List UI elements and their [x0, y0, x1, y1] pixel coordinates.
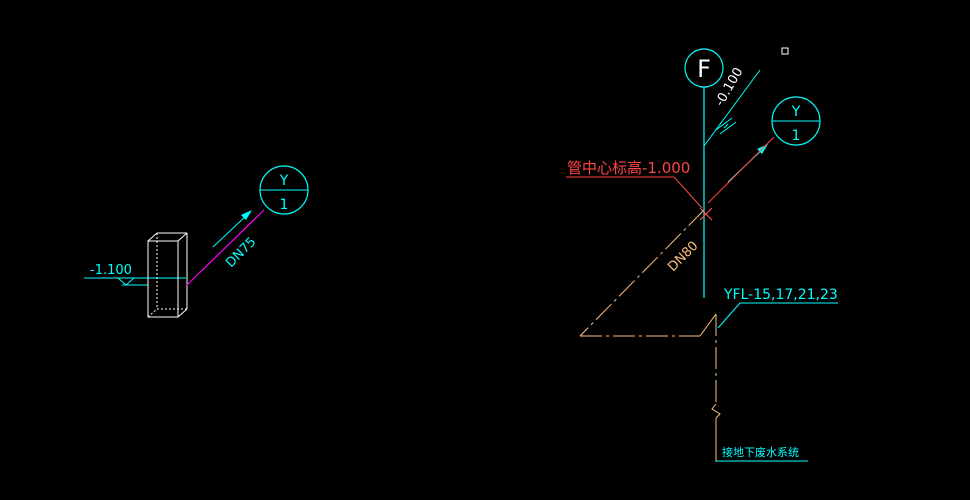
right-elevation-leader [703, 69, 761, 147]
corner-square-marker [781, 47, 789, 55]
center-elevation-label: 管中心标高-1.000 [567, 159, 690, 177]
diagonal-pipe [579, 209, 705, 337]
left-pipe-marker: Y 1 [259, 165, 309, 215]
floor-drain-box [147, 232, 188, 318]
riser-marker-label: F [697, 55, 711, 83]
left-elevation-label: -1.100 [90, 263, 132, 278]
left-marker-top: Y [279, 173, 289, 189]
right-marker-leader [707, 136, 775, 204]
riser-group-leader [717, 302, 741, 329]
pipe-crossing-mark [699, 207, 713, 221]
right-elevation-symbol [715, 117, 737, 135]
riser-group-label: YFL-15,17,21,23 [723, 287, 838, 303]
right-marker-bottom: 1 [792, 128, 801, 144]
right-marker-top: Y [791, 104, 801, 120]
pipe-riser-joint [699, 313, 717, 337]
left-pipe [185, 209, 265, 287]
left-marker-bottom: 1 [280, 197, 289, 213]
right-pipe-marker: Y 1 [771, 96, 821, 146]
center-elevation-leader [673, 176, 703, 209]
connection-label: 接地下废水系统 [722, 445, 799, 459]
left-flow-line [212, 213, 249, 248]
left-flow-arrow [241, 210, 252, 220]
drop-pipe-break [711, 403, 721, 419]
